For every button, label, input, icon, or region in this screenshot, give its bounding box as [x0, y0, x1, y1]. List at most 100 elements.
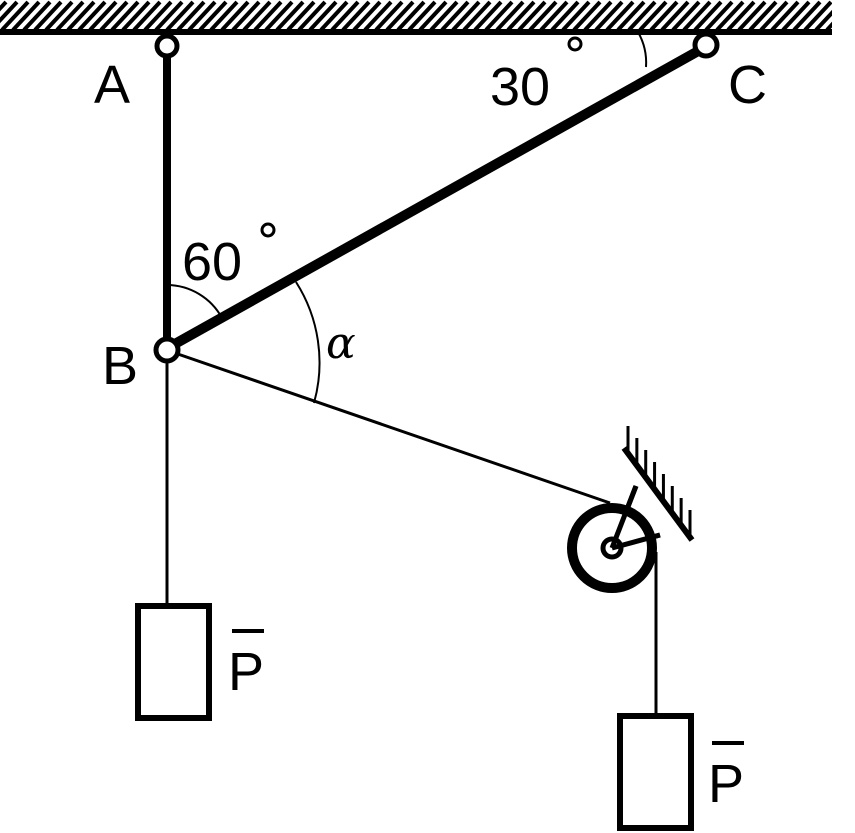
hatch-stroke	[242, 0, 272, 32]
hatch-stroke	[66, 0, 96, 32]
label-c: C	[728, 55, 767, 115]
support-wall-line	[621, 446, 695, 542]
rod-bc	[170, 45, 703, 350]
hatch-stroke	[352, 0, 382, 32]
hatch-stroke	[110, 0, 140, 32]
hatch-stroke	[715, 0, 745, 32]
hatch-stroke	[693, 0, 723, 32]
hatch-stroke	[759, 0, 789, 32]
ceiling	[0, 0, 855, 35]
hatch-stroke	[286, 0, 316, 32]
hatch-stroke	[308, 0, 338, 32]
hatch-stroke	[803, 0, 832, 32]
hatch-stroke	[726, 0, 756, 32]
hatch-stroke	[838, 2, 855, 30]
support-wall-hatching	[626, 426, 692, 536]
hatch-stroke	[44, 0, 74, 32]
label-alpha: α	[326, 318, 356, 369]
hatch-stroke	[374, 0, 404, 32]
hatch-stroke	[528, 0, 558, 32]
hatch-stroke	[429, 0, 459, 32]
pulley-support-wall	[621, 426, 695, 542]
hatch-stroke	[561, 0, 591, 32]
hatch-stroke	[539, 0, 569, 32]
hatch-stroke	[605, 0, 635, 32]
hatch-stroke	[99, 0, 129, 32]
hatch-stroke	[198, 0, 228, 32]
hatch-stroke	[407, 0, 437, 32]
hatch-stroke	[55, 0, 85, 32]
hatch-stroke	[22, 0, 52, 32]
ceiling-hatching	[0, 0, 855, 32]
hatch-stroke	[385, 0, 415, 32]
hatch-stroke	[363, 0, 393, 32]
hatch-stroke	[649, 0, 679, 32]
hatch-stroke	[660, 0, 690, 32]
hatch-stroke	[165, 0, 195, 32]
hatch-stroke	[748, 0, 778, 32]
hatch-stroke	[143, 0, 173, 32]
left-weight-block	[135, 603, 212, 721]
hatch-stroke	[418, 0, 448, 32]
pulley	[567, 485, 661, 593]
label-b: B	[102, 336, 138, 396]
label-a: A	[94, 55, 130, 115]
right-weight-block	[617, 713, 694, 831]
hatch-stroke	[88, 0, 118, 32]
angle-arc-alpha	[295, 281, 321, 404]
hatch-stroke	[132, 0, 162, 32]
degree-sign-c	[567, 36, 583, 52]
hatch-stroke	[0, 0, 19, 24]
hatch-stroke	[121, 0, 151, 32]
hatch-stroke	[264, 0, 294, 32]
hatch-stroke	[440, 0, 470, 32]
hatch-stroke	[11, 0, 41, 32]
hatch-stroke	[792, 0, 822, 32]
degree-sign-b	[260, 222, 276, 238]
hatch-stroke	[77, 0, 107, 32]
hatch-stroke	[627, 0, 657, 32]
angle-arc-c	[637, 31, 648, 68]
hatch-stroke	[220, 0, 250, 32]
label-weight-left: P	[228, 642, 264, 702]
hatch-stroke	[506, 0, 536, 32]
hatch-stroke	[704, 0, 734, 32]
hatch-stroke	[341, 0, 371, 32]
label-angle-c: 30	[490, 57, 550, 117]
hatch-stroke	[550, 0, 580, 32]
hatch-stroke	[781, 0, 811, 32]
hatch-stroke	[616, 0, 646, 32]
hatch-stroke	[682, 0, 712, 32]
hatch-stroke	[275, 0, 305, 32]
hinge-c	[692, 31, 720, 59]
hatch-stroke	[330, 0, 360, 32]
hatch-stroke	[517, 0, 547, 32]
hatch-stroke	[451, 0, 481, 32]
angle-arc-b-60	[166, 284, 223, 319]
label-angle-b: 60	[182, 232, 242, 292]
hatch-stroke	[187, 0, 217, 32]
rope-b-to-pulley	[171, 350, 611, 505]
hatch-stroke	[462, 0, 492, 32]
hatch-stroke	[814, 9, 832, 32]
hatch-stroke	[396, 0, 426, 32]
label-weight-right: P	[708, 754, 744, 814]
hatch-stroke	[825, 21, 832, 32]
hatch-stroke	[0, 0, 30, 32]
hatch-stroke	[671, 0, 701, 32]
hatch-stroke	[770, 0, 800, 32]
hatch-stroke	[0, 0, 8, 12]
hatch-stroke	[572, 0, 602, 32]
hatch-stroke	[231, 0, 261, 32]
hatch-stroke	[495, 0, 525, 32]
hatch-stroke	[473, 0, 503, 32]
hatch-stroke	[253, 0, 283, 32]
hatch-stroke	[154, 0, 184, 32]
hatch-stroke	[319, 0, 349, 32]
hatch-stroke	[209, 0, 239, 32]
hinge-a	[154, 33, 180, 59]
hatch-stroke	[594, 0, 624, 32]
hatch-stroke	[484, 0, 514, 32]
hatch-stroke	[737, 0, 767, 32]
